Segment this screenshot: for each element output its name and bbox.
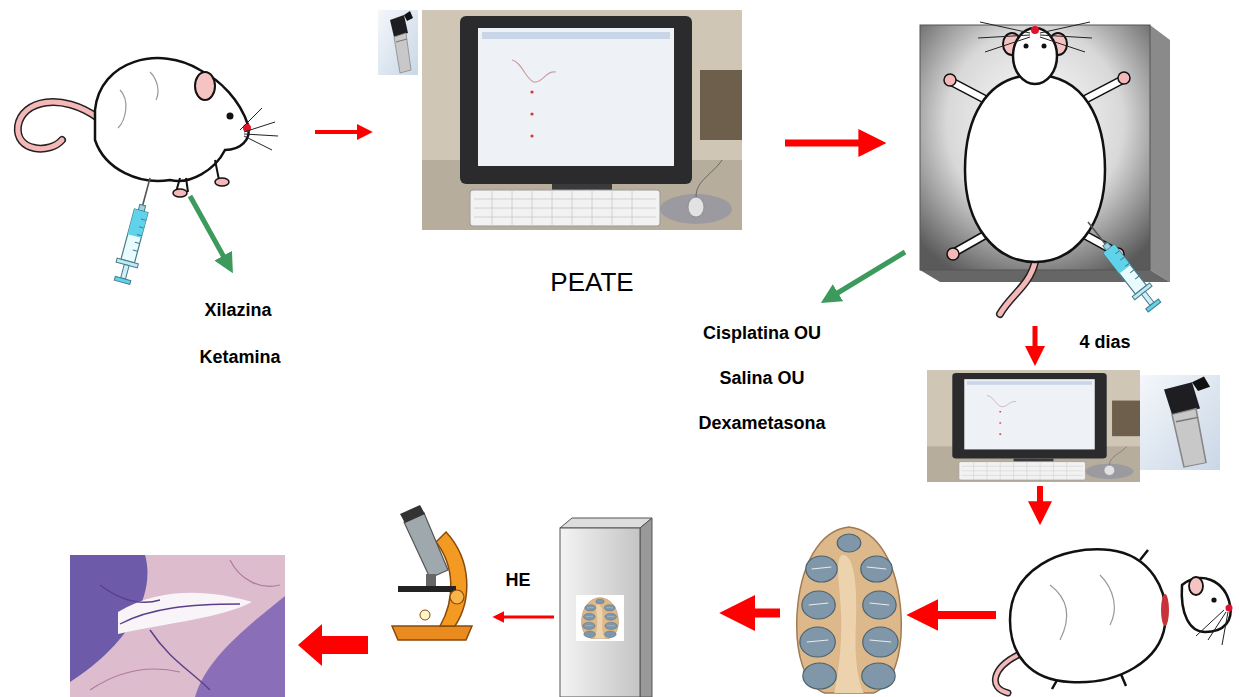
rat-decapitated-part [1189,577,1203,595]
rat-anesthesia-part [227,113,234,120]
rat-on-board-part [965,75,1105,262]
histology-image-part [90,560,280,690]
rat-on-board-part [944,74,956,86]
microscope-icon-part [392,626,472,640]
microscope-icon-part [436,532,467,626]
green-arrow [826,252,905,300]
rat-anesthesia-part [18,102,98,149]
tissue-block [560,518,652,697]
tissue-block-part [576,595,624,641]
rat-decapitated-part [1050,575,1114,640]
rat-on-board-part [1000,262,1035,314]
microscope-icon-part [404,513,448,578]
microscope-icon-part [400,505,425,523]
rat-on-board-part [1000,262,1035,314]
green-arrow [190,196,230,268]
rat-anesthesia-part [111,175,160,285]
rat-on-board-part [920,25,1150,270]
drug-label: Xilazina [204,300,271,321]
histology-image [70,555,285,697]
rat-on-board-part [1150,25,1170,282]
rat-decapitated-part [1196,610,1228,645]
tissue-block-part [560,528,640,697]
rat-decapitated-part [995,655,1018,693]
rat-anesthesia-part [176,160,219,192]
rat-anesthesia [18,58,278,285]
rat-decapitated-part [1226,605,1233,612]
tissue-block-part [640,518,652,697]
stain-label: HE [505,570,530,591]
tissue-block-part [582,597,619,638]
rat-anesthesia-part [240,108,278,150]
red-arrow [1033,326,1038,360]
rat-anesthesia-part [173,189,187,197]
red-arrow [916,611,996,619]
rat-on-board-part [1042,44,1047,49]
red-arrow [730,609,780,618]
microscope-icon [392,505,472,640]
rat-on-board-part [947,248,959,260]
drug-label: Ketamina [199,347,280,368]
rat-on-board-part [1013,28,1057,84]
computer-photo [422,10,742,230]
cochlea-drawing [797,527,902,693]
tissue-block-part [560,518,652,528]
histology-image-part [118,593,252,634]
rat-anesthesia-part [95,58,249,181]
histology-image-part [70,555,285,697]
rat-on-board-part [1118,72,1130,84]
microscope-icon-part [398,586,456,592]
microscope-icon-part [426,574,436,586]
rat-decapitated-part [1161,594,1169,626]
computer-photo [927,370,1140,482]
drug-label: Salina OU [719,368,804,389]
red-arrow [785,140,878,147]
rat-decapitated-part [1211,597,1216,602]
rat-decapitated [995,549,1232,693]
rat-on-board [920,22,1170,314]
microscope-icon-part [450,590,464,604]
rat-anesthesia-part [215,178,229,186]
red-arrow [496,616,554,619]
rat-anesthesia-part [18,102,98,149]
red-arrow [1037,486,1043,518]
otoscope-icon [1140,375,1220,470]
rat-decapitated-part [1010,549,1166,682]
rat-anesthesia-part [118,72,158,128]
drug-label: Cisplatina OU [703,323,821,344]
rat-decapitated-part [995,655,1018,693]
red-arrow [315,130,368,134]
rat-on-board-part [1031,26,1039,34]
rat-anesthesia-part [195,72,215,100]
time-label: 4 dias [1079,332,1130,353]
rat-on-board-part [978,22,1092,52]
rat-on-board-part [1079,215,1163,314]
otoscope-icon [378,10,418,75]
microscope-icon-part [420,610,430,620]
rat-decapitated-part [1182,578,1231,632]
method-label: PEATE [550,268,633,298]
drug-label: Dexametasona [698,413,825,434]
rat-on-board-part [1024,44,1029,49]
red-block-arrow [298,624,368,666]
